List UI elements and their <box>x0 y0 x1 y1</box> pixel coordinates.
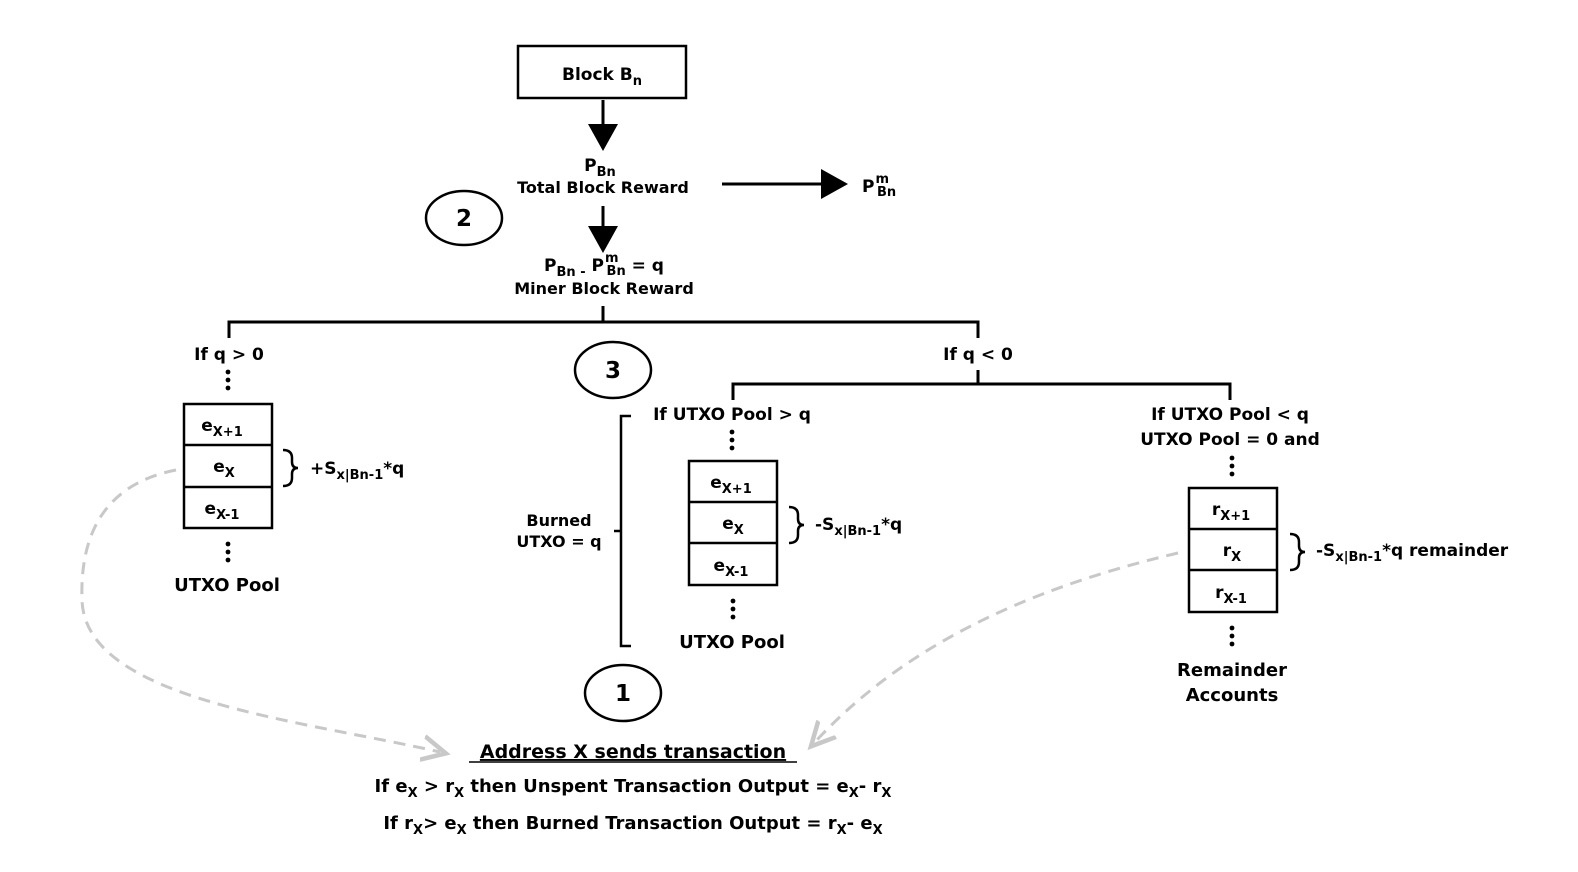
burned-label-1: Burned <box>526 511 591 530</box>
remainder-label-1: Remainder <box>1177 660 1287 681</box>
left-brace <box>282 448 299 488</box>
step-3-circle <box>573 340 653 400</box>
remainder-stack <box>1187 486 1279 614</box>
middle-cell-1: eX+1 <box>710 473 752 497</box>
right-dashed-arrow <box>815 551 1179 742</box>
remainder-cell-3: rX-1 <box>1215 583 1247 607</box>
left-condition: If q > 0 <box>194 345 264 365</box>
remainder-cell-2: rX <box>1223 541 1241 565</box>
middle-cell-3: eX-1 <box>714 556 749 580</box>
remainder-cell-1: rX+1 <box>1212 500 1250 524</box>
block-label: Block Bn <box>562 65 642 89</box>
reward-symbol: PBn <box>584 156 616 180</box>
middle-brace <box>788 505 805 545</box>
left-cell-2: eX <box>213 457 235 481</box>
right-split-bracket <box>731 370 1232 400</box>
transaction-title: Address X sends transaction <box>480 741 786 763</box>
step-1-label: 1 <box>615 681 631 707</box>
far-right-dots-bottom <box>1229 625 1235 647</box>
left-pool-label: UTXO Pool <box>174 575 280 596</box>
right-condition: If q < 0 <box>943 345 1013 365</box>
middle-dots-bottom <box>730 598 736 620</box>
left-dots-bottom <box>225 541 231 563</box>
reward-label: Total Block Reward <box>517 178 689 197</box>
left-pool-stack <box>182 402 274 530</box>
step-2-circle <box>424 189 504 247</box>
middle-cell-2: eX <box>722 514 744 538</box>
far-right-dots-top <box>1229 455 1235 477</box>
block-box <box>516 44 688 100</box>
far-right-annotation: -Sx|Bn-1*q remainder <box>1316 541 1509 565</box>
far-right-brace <box>1289 532 1306 572</box>
left-dashed-arrow <box>80 468 440 752</box>
main-split-bracket <box>227 306 980 338</box>
middle-pool-stack <box>687 459 779 587</box>
middle-condition: If UTXO Pool > q <box>653 405 811 425</box>
burned-bracket <box>614 414 631 648</box>
burned-label-2: UTXO = q <box>516 532 601 551</box>
left-cell-1: eX+1 <box>201 416 243 440</box>
step-3-label: 3 <box>605 358 621 384</box>
far-right-condition-1: If UTXO Pool < q <box>1151 405 1309 425</box>
left-cell-3: eX-1 <box>205 499 240 523</box>
step-2-label: 2 <box>456 206 472 232</box>
middle-pool-label: UTXO Pool <box>679 632 785 653</box>
remainder-label-2: Accounts <box>1186 685 1279 706</box>
left-dots-top <box>225 369 231 391</box>
transaction-rule-1: If eX > rX then Unspent Transaction Outp… <box>375 776 892 801</box>
middle-annotation: -Sx|Bn-1*q <box>815 515 902 539</box>
left-annotation: +Sx|Bn-1*q <box>310 459 404 483</box>
far-right-condition-2: UTXO Pool = 0 and <box>1140 430 1320 450</box>
miner-label: Miner Block Reward <box>514 279 694 298</box>
middle-dots-top <box>729 429 735 451</box>
step-1-circle <box>583 663 663 723</box>
transaction-rule-2: If rX> eX then Burned Transaction Output… <box>383 813 882 838</box>
